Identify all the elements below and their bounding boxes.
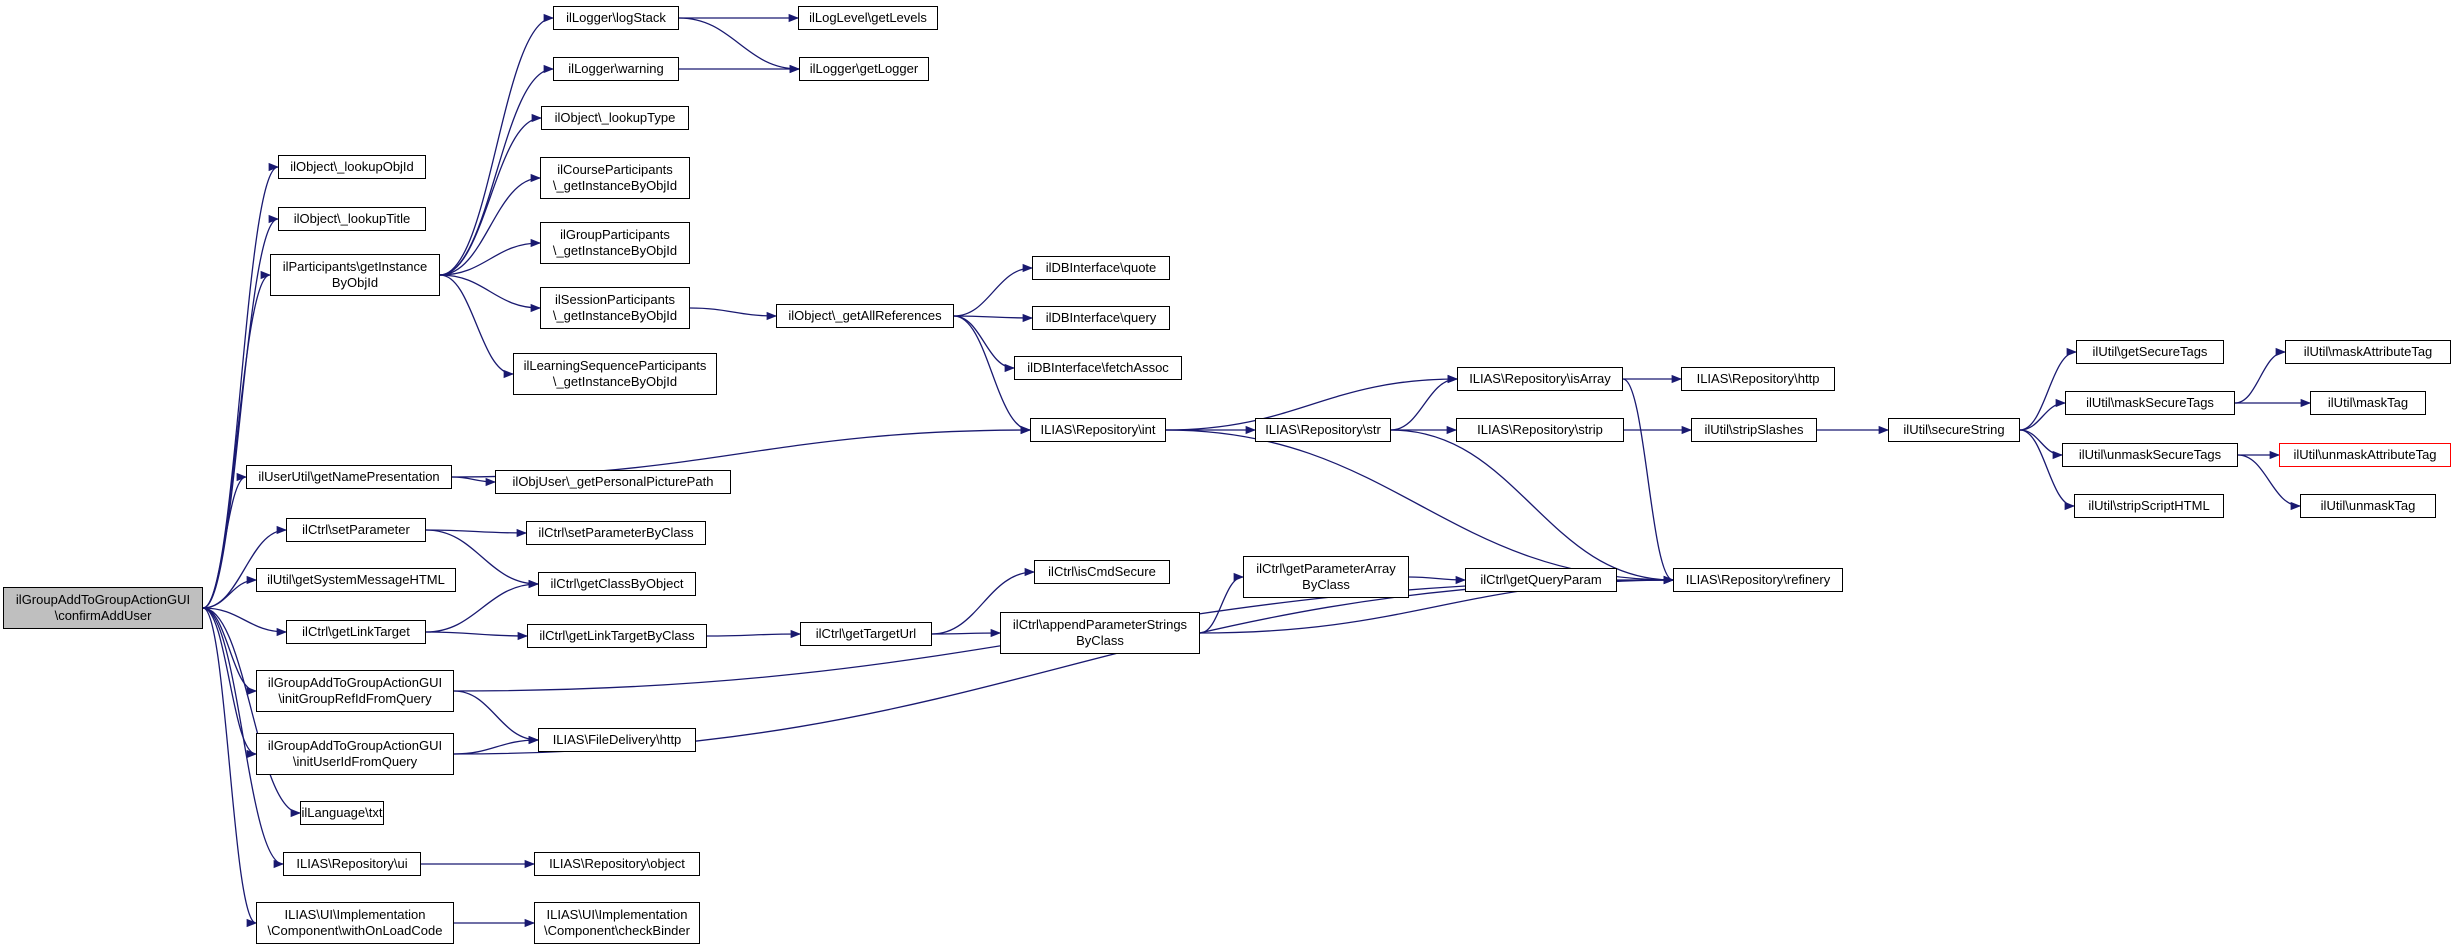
node-repository-is-array[interactable]: ILIAS\Repository\isArray xyxy=(1457,367,1623,391)
node-repository-str[interactable]: ILIAS\Repository\str xyxy=(1255,418,1391,442)
edge-n8-to-n24 xyxy=(453,690,540,745)
node-append-parameter-strings[interactable]: ilCtrl\appendParameterStrings ByClass xyxy=(1000,612,1200,654)
node-language-txt[interactable]: ilLanguage\txt xyxy=(300,801,384,825)
node-get-target-url[interactable]: ilCtrl\getTargetUrl xyxy=(800,622,932,646)
edge-n0-to-n4 xyxy=(202,472,248,609)
node-unmask-attribute-tag[interactable]: ilUtil\unmaskAttributeTag xyxy=(2279,443,2451,467)
node-get-all-references[interactable]: ilObject\_getAllReferences xyxy=(776,304,954,328)
edge-n42-to-n44 xyxy=(1408,575,1467,585)
node-is-cmd-secure[interactable]: ilCtrl\isCmdSecure xyxy=(1034,560,1170,584)
node-unmask-tag[interactable]: ilUtil\unmaskTag xyxy=(2300,494,2436,518)
edge-n31-to-n38 xyxy=(931,567,1036,635)
node-mask-attribute-tag[interactable]: ilUtil\maskAttributeTag xyxy=(2285,340,2451,364)
node-db-fetch-assoc[interactable]: ilDBInterface\fetchAssoc xyxy=(1014,356,1182,380)
edge-n0-to-n6 xyxy=(202,575,258,609)
edge-n3-to-n16 xyxy=(439,173,542,276)
node-secure-string[interactable]: ilUtil\secureString xyxy=(1888,418,2020,442)
node-participants-get-instance[interactable]: ilParticipants\getInstance ByObjId xyxy=(270,254,440,296)
node-repository-strip[interactable]: ILIAS\Repository\strip xyxy=(1456,418,1624,442)
node-lookup-obj-id[interactable]: ilObject\_lookupObjId xyxy=(278,155,426,179)
node-file-delivery-http[interactable]: ILIAS\FileDelivery\http xyxy=(538,728,696,752)
edge-n45-to-n46 xyxy=(2019,347,2078,431)
node-get-name-presentation[interactable]: ilUserUtil\getNamePresentation xyxy=(246,465,452,489)
node-mask-tag[interactable]: ilUtil\maskTag xyxy=(2310,391,2426,415)
edge-n3-to-n13 xyxy=(439,13,555,276)
edge-n37-to-n32 xyxy=(1390,429,1675,585)
edge-n29-to-n34 xyxy=(953,313,1034,323)
node-db-query[interactable]: ilDBInterface\query xyxy=(1032,306,1170,330)
edge-n7-to-n23 xyxy=(425,631,529,641)
node-mask-secure-tags[interactable]: ilUtil\maskSecureTags xyxy=(2065,391,2235,415)
node-logger-warning[interactable]: ilLogger\warning xyxy=(553,57,679,81)
node-init-group-ref-id[interactable]: ilGroupAddToGroupActionGUI \initGroupRef… xyxy=(256,670,454,712)
node-logger-get-logger[interactable]: ilLogger\getLogger xyxy=(799,57,929,81)
node-get-secure-tags[interactable]: ilUtil\getSecureTags xyxy=(2076,340,2224,364)
node-personal-picture-path[interactable]: ilObjUser\_getPersonalPicturePath xyxy=(495,470,731,494)
node-session-participants[interactable]: ilSessionParticipants \_getInstanceByObj… xyxy=(540,287,690,329)
node-db-quote[interactable]: ilDBInterface\quote xyxy=(1032,256,1170,280)
edge-n23-to-n31 xyxy=(706,629,802,639)
node-check-binder[interactable]: ILIAS\UI\Implementation \Component\check… xyxy=(534,902,700,944)
node-repository-http[interactable]: ILIAS\Repository\http xyxy=(1681,367,1835,391)
node-with-on-load-code[interactable]: ILIAS\UI\Implementation \Component\withO… xyxy=(256,902,454,944)
edge-n37-to-n36 xyxy=(1390,374,1459,431)
edge-n5-to-n21 xyxy=(425,528,528,538)
node-lookup-title[interactable]: ilObject\_lookupTitle xyxy=(278,207,426,231)
edge-n18-to-n29 xyxy=(689,307,778,321)
node-repository-refinery[interactable]: ILIAS\Repository\refinery xyxy=(1673,568,1843,592)
edge-n45-to-n49 xyxy=(2019,429,2076,511)
edge-n3-to-n17 xyxy=(439,238,542,276)
node-lookup-type[interactable]: ilObject\_lookupType xyxy=(541,106,689,130)
node-get-link-target-by-class[interactable]: ilCtrl\getLinkTargetByClass xyxy=(527,624,707,648)
node-confirm-add-user: ilGroupAddToGroupActionGUI \confirmAddUs… xyxy=(3,587,203,629)
node-log-level-get-levels[interactable]: ilLogLevel\getLevels xyxy=(798,6,938,30)
node-get-link-target[interactable]: ilCtrl\getLinkTarget xyxy=(286,620,426,644)
node-course-participants[interactable]: ilCourseParticipants \_getInstanceByObjI… xyxy=(540,157,690,199)
node-repository-int[interactable]: ILIAS\Repository\int xyxy=(1030,418,1166,442)
edge-n0-to-n10 xyxy=(202,607,302,818)
node-get-system-message-html[interactable]: ilUtil\getSystemMessageHTML xyxy=(256,568,456,592)
edge-n4-to-n20 xyxy=(451,476,497,487)
node-logger-log-stack[interactable]: ilLogger\logStack xyxy=(553,6,679,30)
edge-n47-to-n50 xyxy=(2234,347,2287,404)
edge-n48-to-n53 xyxy=(2237,454,2302,511)
node-unmask-secure-tags[interactable]: ilUtil\unmaskSecureTags xyxy=(2062,443,2238,467)
node-set-parameter-by-class[interactable]: ilCtrl\setParameterByClass xyxy=(526,521,706,545)
edge-n29-to-n30 xyxy=(953,315,1032,435)
edge-n3-to-n18 xyxy=(439,274,542,313)
node-get-parameter-array[interactable]: ilCtrl\getParameterArray ByClass xyxy=(1243,556,1409,598)
edge-n0-to-n7 xyxy=(202,607,288,637)
node-set-parameter[interactable]: ilCtrl\setParameter xyxy=(286,518,426,542)
edge-n31-to-n39 xyxy=(931,628,1002,638)
edge-n0-to-n11 xyxy=(202,607,285,869)
node-repository-object[interactable]: ILIAS\Repository\object xyxy=(534,852,700,876)
edge-n0-to-n9 xyxy=(202,607,258,759)
node-strip-slashes[interactable]: ilUtil\stripSlashes xyxy=(1691,418,1817,442)
edge-n29-to-n33 xyxy=(953,263,1034,317)
edge-n13-to-n28 xyxy=(678,17,801,74)
edge-n36-to-n32 xyxy=(1622,378,1675,585)
edge-n7-to-n22 xyxy=(425,579,540,633)
edge-n30-to-n36 xyxy=(1165,374,1459,431)
node-repository-ui[interactable]: ILIAS\Repository\ui xyxy=(283,852,421,876)
node-init-user-id[interactable]: ilGroupAddToGroupActionGUI \initUserIdFr… xyxy=(256,733,454,775)
edge-n3-to-n19 xyxy=(439,274,515,379)
node-strip-script-html[interactable]: ilUtil\stripScriptHTML xyxy=(2074,494,2224,518)
node-get-query-param[interactable]: ilCtrl\getQueryParam xyxy=(1465,568,1617,592)
edge-n5-to-n22 xyxy=(425,529,540,589)
node-learning-sequence-participants[interactable]: ilLearningSequenceParticipants \_getInst… xyxy=(513,353,717,395)
edge-n3-to-n15 xyxy=(439,113,543,276)
node-group-participants[interactable]: ilGroupParticipants \_getInstanceByObjId xyxy=(540,222,690,264)
node-get-class-by-object[interactable]: ilCtrl\getClassByObject xyxy=(538,572,696,596)
edge-n0-to-n12 xyxy=(202,607,258,928)
edge-n45-to-n47 xyxy=(2019,398,2067,431)
